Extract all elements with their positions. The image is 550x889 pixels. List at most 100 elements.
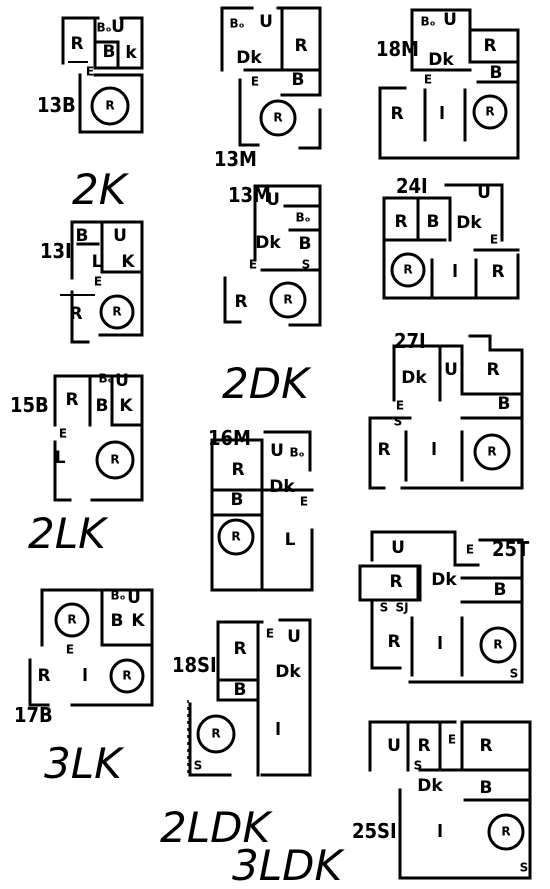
room-label: E [251, 75, 259, 89]
room-label: B [96, 396, 109, 416]
room-label: R [403, 263, 412, 277]
room-label: B [231, 490, 244, 510]
room-label: E [490, 233, 498, 247]
plan-code: 17B [14, 703, 53, 727]
plan-code: 18M [376, 37, 419, 61]
room-label: B [103, 42, 116, 62]
room-label: R [390, 104, 403, 124]
room-label: R [487, 445, 496, 459]
room-label: R [273, 111, 282, 125]
room-label: R [231, 460, 244, 480]
room-label: R [112, 305, 121, 319]
room-label: Dk [417, 776, 443, 796]
plan-code: 16M [208, 426, 251, 450]
plan-code: 13M [214, 147, 257, 171]
room-label: R [234, 292, 247, 312]
floor-plan-13M-a: R Bₒ U Dk R B E 13M [214, 6, 322, 171]
room-label: R [387, 632, 400, 652]
room-label: R [67, 613, 76, 627]
room-label: L [55, 448, 66, 468]
room-label: S [194, 759, 203, 773]
room-label: R [394, 212, 407, 232]
room-label: U [270, 441, 284, 461]
floor-plan-25T: R U R Dk E B S SJ R l S 25T [358, 530, 530, 684]
floor-plan-13I: R B U L K E R 13I [40, 220, 144, 344]
room-label: l [439, 104, 445, 124]
room-label: R [501, 825, 510, 839]
room-label: U [259, 12, 273, 32]
type-label: 2LK [28, 509, 109, 558]
room-label: l [431, 440, 437, 460]
room-label: L [285, 530, 296, 550]
floor-plan-13B: R R Bₒ U B k E 13B [37, 16, 144, 134]
room-label: E [59, 427, 67, 441]
room-label: R [70, 34, 83, 54]
floor-plan-16M: R R B U Bₒ Dk E L 16M [208, 426, 314, 592]
room-label: R [110, 453, 119, 467]
room-label: K [119, 396, 133, 416]
floor-plan-27I: R Dk U R B E S R l 27I [368, 329, 524, 490]
room-label: Dk [269, 477, 295, 497]
room-label: U [477, 183, 491, 203]
room-label: E [94, 275, 102, 289]
room-label: U [391, 538, 405, 558]
room-label: U [266, 190, 280, 210]
room-label: B [494, 580, 507, 600]
plan-code: 25SI [352, 819, 397, 843]
room-label: E [424, 73, 432, 87]
room-label: U [387, 736, 401, 756]
room-label: R [65, 390, 78, 410]
room-label: R [37, 666, 50, 686]
room-label: E [86, 65, 94, 79]
floor-plan-18SI: R R B E U Dk l S 18SI [172, 618, 312, 777]
plan-code: 18SI [172, 653, 217, 677]
room-label: Dk [255, 233, 281, 253]
room-label: R [69, 304, 82, 324]
room-label: l [437, 822, 443, 842]
room-label: Bₒ [290, 446, 305, 460]
room-label: E [249, 258, 257, 272]
room-label: E [66, 643, 74, 657]
type-label: 3LK [44, 739, 125, 788]
room-label: L [92, 252, 103, 272]
type-label: 2K [72, 165, 130, 214]
floor-plan-18M: R Bₒ U Dk R B E R l 18M [376, 8, 520, 160]
room-label: U [115, 371, 129, 391]
room-label: Dk [428, 50, 454, 70]
room-label: B [498, 394, 511, 414]
plan-code: 15B [10, 393, 49, 417]
room-label: Dk [275, 662, 301, 682]
room-label: l [82, 666, 88, 686]
room-label: R [485, 105, 494, 119]
room-label: R [486, 360, 499, 380]
room-label: S [520, 861, 529, 875]
room-label: Bₒ [421, 15, 436, 29]
room-label: l [452, 262, 458, 282]
floor-plan-24I: R R B Dk U E l R 24I [382, 174, 520, 300]
room-label: S [380, 601, 389, 615]
room-label: B [299, 234, 312, 254]
room-label: R [479, 736, 492, 756]
plan-code: 24I [396, 174, 428, 198]
room-label: l [275, 720, 281, 740]
room-label: Dk [401, 368, 427, 388]
room-label: S [394, 415, 403, 429]
room-label: E [396, 399, 404, 413]
type-label: 3LDK [232, 841, 345, 889]
room-label: R [211, 727, 220, 741]
room-label: R [493, 638, 502, 652]
room-label: B [111, 611, 124, 631]
room-label: R [491, 262, 504, 282]
room-label: B [234, 680, 247, 700]
room-label: Bₒ [230, 17, 245, 31]
room-label: B [76, 226, 89, 246]
room-label: R [389, 572, 402, 592]
plan-code: 13I [40, 239, 72, 263]
room-label: E [300, 495, 308, 509]
room-label: E [266, 627, 274, 641]
type-label: 2LDK [160, 803, 273, 852]
room-label: R [231, 530, 240, 544]
plan-code: 25T [492, 537, 530, 561]
room-label: SJ [395, 601, 408, 615]
room-label: B [427, 212, 440, 232]
